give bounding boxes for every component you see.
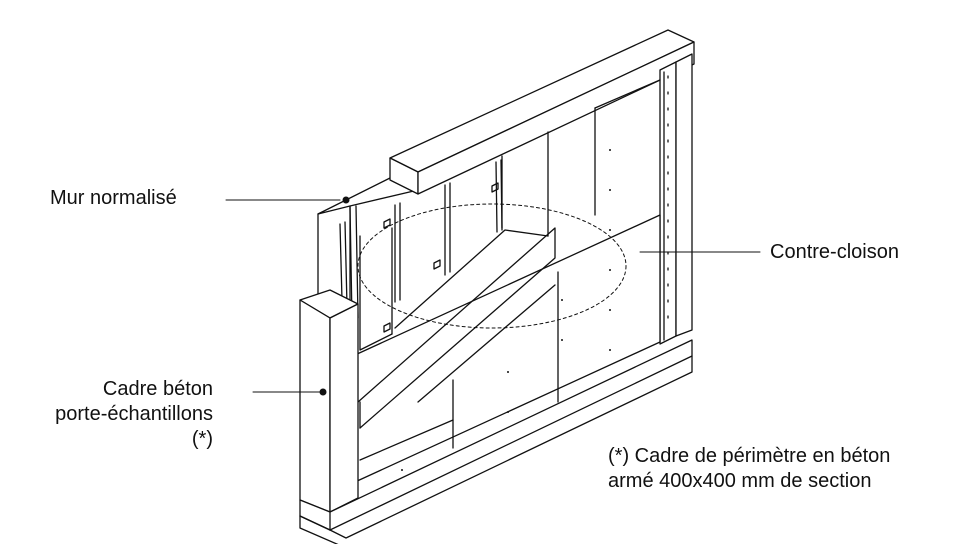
frame-left-column	[299, 289, 359, 513]
label-cadre-line-3: (*)	[191, 428, 213, 450]
frame-top-beam	[389, 29, 695, 195]
footnote-line-1: (*) Cadre de périmètre en béton	[608, 445, 891, 467]
label-cadre-beton: Cadre béton porte-échantillons (*)	[55, 377, 213, 452]
label-mur-normalise: Mur normalisé	[50, 187, 177, 209]
label-contre-cloison: Contre-cloison	[770, 241, 899, 263]
footnote-line-2: armé 400x400 mm de section	[608, 470, 872, 492]
label-cadre-line-2: porte-échantillons	[55, 403, 213, 425]
leader-mur-normalise-dot	[342, 196, 350, 204]
footnote: (*) Cadre de périmètre en béton armé 400…	[608, 444, 890, 494]
frame-right-column	[659, 53, 693, 345]
leader-lines	[225, 196, 761, 396]
leader-cadre-beton-dot	[319, 388, 327, 396]
highlight-ellipse	[357, 203, 627, 329]
label-cadre-line-1: Cadre béton	[102, 378, 213, 400]
frame-bottom-sill	[299, 339, 693, 544]
